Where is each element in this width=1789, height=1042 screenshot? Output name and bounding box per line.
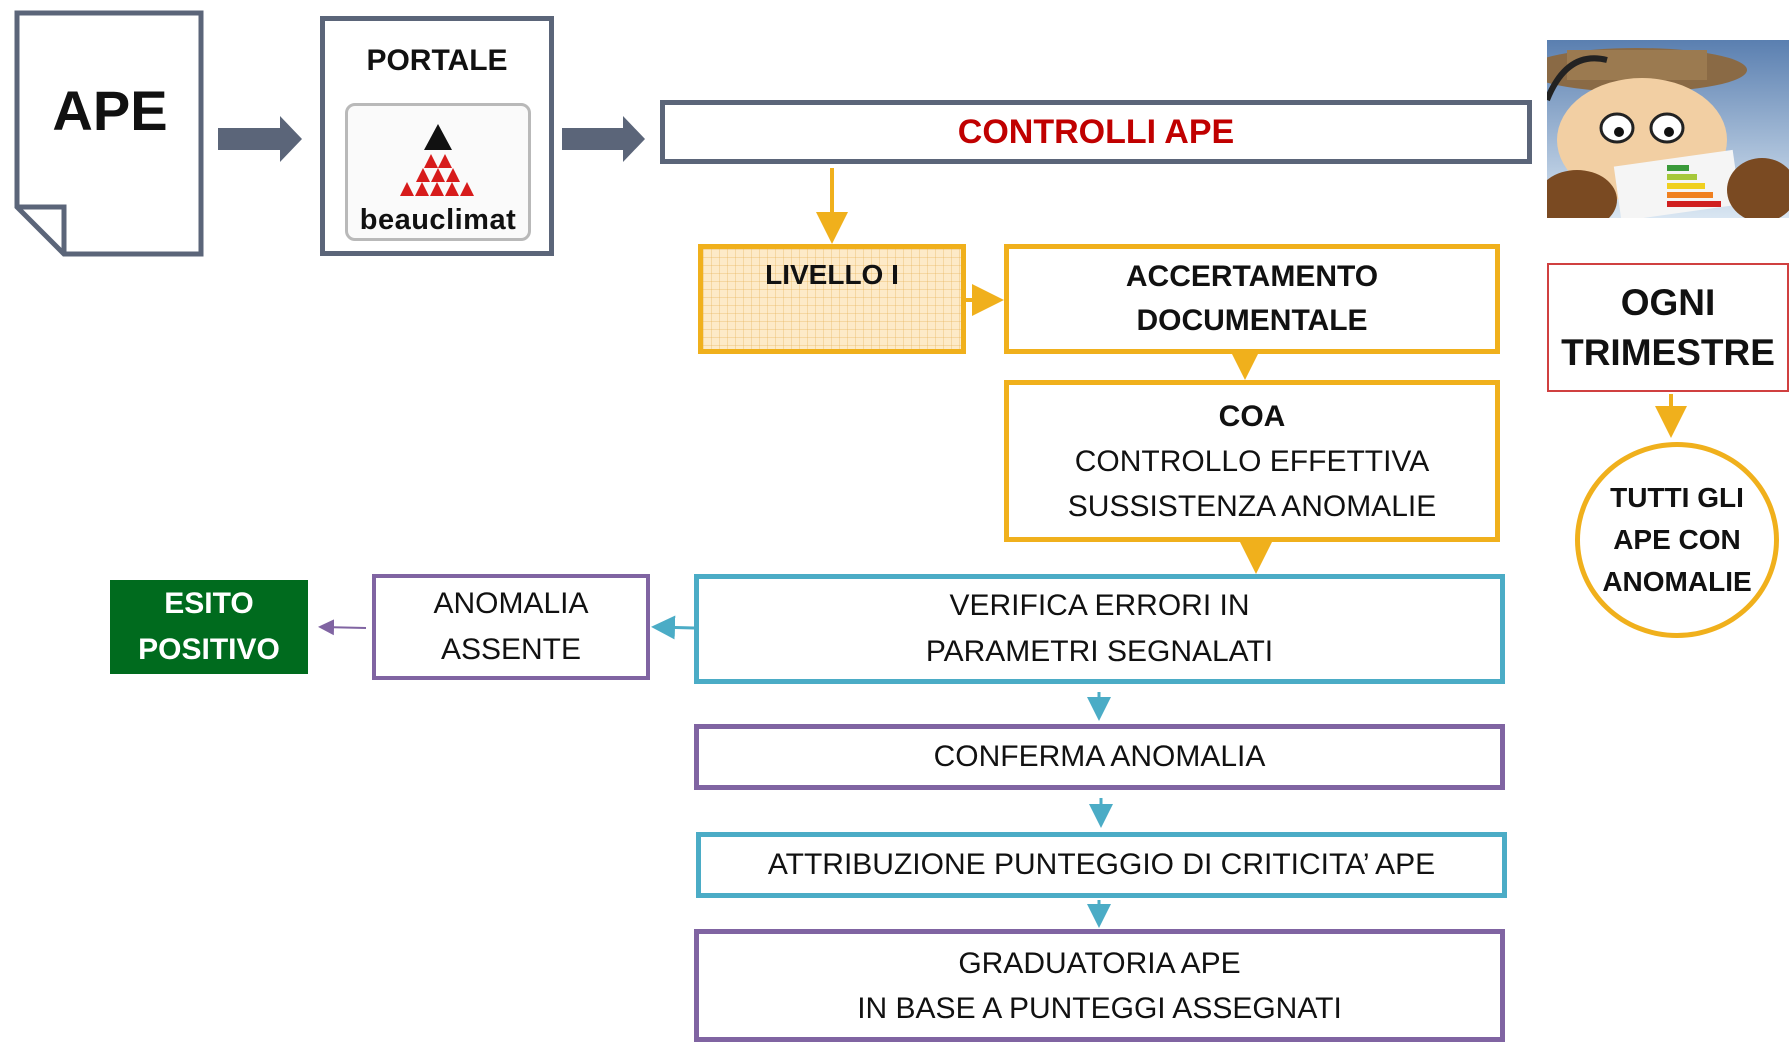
tutti-line2: APE CON [1613, 524, 1741, 555]
graduatoria-line1: GRADUATORIA APE [958, 946, 1241, 980]
coa-box: COA CONTROLLO EFFETTIVA SUSSISTENZA ANOM… [1004, 380, 1500, 542]
attribuzione-box: ATTRIBUZIONE PUNTEGGIO DI CRITICITA’ APE [696, 832, 1507, 898]
trimestre-line2: TRIMESTRE [1561, 331, 1775, 373]
esito-positivo-box: ESITO POSITIVO [110, 580, 308, 674]
graduatoria-box: GRADUATORIA APE IN BASE A PUNTEGGI ASSEG… [694, 929, 1505, 1042]
trimestre-box: OGNI TRIMESTRE [1547, 263, 1789, 392]
accertamento-line1: ACCERTAMENTO [1125, 260, 1379, 293]
arrow-assente-to-esito [318, 619, 367, 636]
anomalia-assente-line1: ANOMALIA [433, 587, 589, 620]
accertamento-box: ACCERTAMENTO DOCUMENTALE [1004, 244, 1500, 354]
anomalia-assente-line2: ASSENTE [440, 633, 582, 666]
verifica-box: VERIFICA ERRORI IN PARAMETRI SEGNALATI [694, 574, 1505, 684]
accertamento-line2: DOCUMENTALE [1136, 304, 1368, 337]
coa-title: COA [1218, 399, 1286, 433]
tutti-line3: ANOMALIE [1602, 566, 1752, 597]
livello-label: LIVELLO I [765, 259, 899, 290]
arrow-verifica-to-assente [651, 615, 695, 640]
trimestre-line1: OGNI [1620, 281, 1716, 323]
ape-document [14, 10, 204, 257]
verifica-line1: VERIFICA ERRORI IN [949, 589, 1250, 622]
arrow-portale-to-controlli [562, 116, 645, 162]
coa-line2: SUSSISTENZA ANOMALIE [1067, 489, 1437, 523]
esito-line2: POSITIVO [138, 633, 280, 666]
detective-illustration-icon [1547, 40, 1789, 218]
arrow-ape-to-portale [218, 116, 302, 162]
controlli-ape-box: CONTROLLI APE [660, 100, 1532, 164]
portale-title: PORTALE [366, 44, 508, 77]
attribuzione-label: ATTRIBUZIONE PUNTEGGIO DI CRITICITA’ APE [767, 848, 1436, 881]
beauclimat-logo-icon: beauclimat [345, 103, 531, 241]
verifica-line2: PARAMETRI SEGNALATI [925, 635, 1274, 668]
conferma-box: CONFERMA ANOMALIA [694, 724, 1505, 790]
controlli-ape-label: CONTROLLI APE [957, 112, 1235, 151]
ape-label: APE [52, 78, 168, 142]
anomalia-assente-box: ANOMALIA ASSENTE [372, 574, 650, 680]
logo-text: beauclimat [359, 203, 517, 236]
conferma-label: CONFERMA ANOMALIA [933, 740, 1266, 773]
graduatoria-line2: IN BASE A PUNTEGGI ASSEGNATI [857, 991, 1342, 1025]
tutti-line1: TUTTI GLI [1610, 482, 1744, 513]
tutti-circle: TUTTI GLI APE CON ANOMALIE [1575, 442, 1779, 638]
coa-line1: CONTROLLO EFFETTIVA [1074, 444, 1430, 478]
portale-box: PORTALE beauclimat [320, 16, 554, 256]
esito-line1: ESITO [164, 587, 254, 620]
livello-box: LIVELLO I [698, 244, 966, 354]
